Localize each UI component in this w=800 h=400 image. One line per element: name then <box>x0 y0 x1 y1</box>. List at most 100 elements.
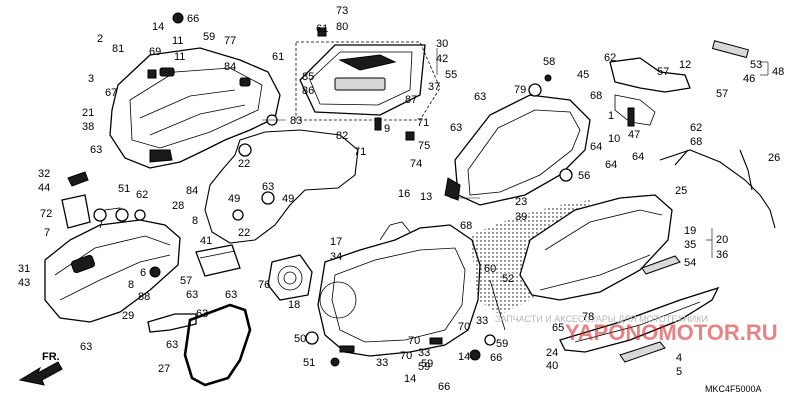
callout-number: 59 <box>203 31 215 43</box>
callout-number: 1 <box>608 110 614 122</box>
callout-number: 64 <box>605 159 617 171</box>
bracket-plate <box>147 313 197 333</box>
callout-number: 56 <box>578 170 590 182</box>
callout-number: 43 <box>18 277 30 289</box>
callout-number: 9 <box>384 123 390 135</box>
right-bracket <box>609 40 750 127</box>
callout-number: 2 <box>97 33 103 45</box>
callout-number: 22 <box>238 158 250 170</box>
callout-number: 70 <box>400 350 412 362</box>
callout-number: 85 <box>302 71 314 83</box>
callout-number: 63 <box>474 91 486 103</box>
callout-number: 35 <box>684 239 696 251</box>
leader-lines <box>262 48 769 258</box>
callout-number: 82 <box>336 130 348 142</box>
callout-number: 63 <box>166 339 178 351</box>
callout-number: 80 <box>336 21 348 33</box>
callout-labels: 73 80 61 30 42 55 85 86 37 87 71 9 75 82… <box>18 5 784 393</box>
seal-loop <box>204 129 359 244</box>
callout-number: 45 <box>577 69 589 81</box>
callout-number: 3 <box>88 73 94 85</box>
callout-number: 77 <box>224 35 236 47</box>
callout-number: 64 <box>632 151 644 163</box>
callout-number: 33 <box>376 357 388 369</box>
callout-number: 8 <box>192 215 198 227</box>
diagram-code: MKC4F5000A <box>705 384 762 394</box>
callout-number: 63 <box>196 308 208 320</box>
callout-number: 36 <box>716 249 728 261</box>
direction-label: FR. <box>42 351 60 363</box>
callout-number: 20 <box>716 234 728 246</box>
bracket <box>195 244 241 277</box>
callout-number: 61 <box>316 23 328 35</box>
callout-number: 34 <box>330 251 342 263</box>
callout-number: 63 <box>450 122 462 134</box>
callout-number: 54 <box>684 257 696 269</box>
callout-number: 31 <box>18 263 30 275</box>
callout-number: 81 <box>112 43 124 55</box>
side-cover <box>44 207 181 323</box>
callout-number: 51 <box>303 357 315 369</box>
callout-number: 63 <box>186 289 198 301</box>
callout-number: 57 <box>716 88 728 100</box>
callout-number: 23 <box>515 196 527 208</box>
callout-number: 16 <box>398 188 410 200</box>
upper-tray <box>295 41 441 121</box>
callout-number: 44 <box>38 182 50 194</box>
callout-number: 84 <box>186 185 198 197</box>
callout-number: 32 <box>38 168 50 180</box>
callout-number: 65 <box>552 322 564 334</box>
callout-number: 7 <box>44 227 50 239</box>
callout-number: 62 <box>690 122 702 134</box>
callout-number: 84 <box>224 61 236 73</box>
callout-number: 10 <box>608 133 620 145</box>
callout-number: 42 <box>436 53 448 65</box>
callout-number: 33 <box>476 315 488 327</box>
callout-number: 63 <box>225 289 237 301</box>
callout-number: 63 <box>80 341 92 353</box>
callout-number: 58 <box>543 56 555 68</box>
callout-number: 14 <box>152 21 164 33</box>
callout-number: 71 <box>417 117 429 129</box>
callout-number: 17 <box>330 236 342 248</box>
callout-number: 68 <box>690 136 702 148</box>
callout-number: 24 <box>546 347 558 359</box>
callout-number: 12 <box>679 59 691 71</box>
callout-number: 70 <box>458 321 470 333</box>
callout-number: 72 <box>40 208 52 220</box>
callout-number: 62 <box>136 189 148 201</box>
callout-number: 25 <box>675 185 687 197</box>
callout-number: 59 <box>421 358 433 370</box>
callout-number: 61 <box>272 51 284 63</box>
callout-number: 27 <box>158 363 170 375</box>
callout-number: 70 <box>408 335 420 347</box>
callout-number: 57 <box>657 66 669 78</box>
callout-number: 38 <box>82 121 94 133</box>
inner-storage-box <box>109 47 281 169</box>
callout-number: 57 <box>180 275 192 287</box>
callout-number: 18 <box>288 299 300 311</box>
callout-number: 14 <box>458 351 470 363</box>
callout-number: 19 <box>684 225 696 237</box>
callout-number: 86 <box>302 85 314 97</box>
watermark-text: ЗАПЧАСТИ И АКСЕССУАРЫ ДЛЯ МОТОТЕХНИКИ <box>495 314 708 324</box>
callout-number: 6 <box>140 267 146 279</box>
main-frame <box>317 221 481 357</box>
callout-number: 52 <box>502 273 514 285</box>
callout-number: 66 <box>187 13 199 25</box>
callout-number: 60 <box>484 263 496 275</box>
callout-number: 29 <box>122 310 134 322</box>
callout-number: 30 <box>436 38 448 50</box>
callout-number: 59 <box>496 338 508 350</box>
callout-number: 21 <box>82 107 94 119</box>
callout-number: 26 <box>768 152 780 164</box>
callout-number: 13 <box>420 191 432 203</box>
callout-number: 73 <box>336 5 348 17</box>
callout-number: 11 <box>174 51 185 63</box>
front-direction-arrow: FR. <box>18 351 63 386</box>
callout-number: 79 <box>514 84 526 96</box>
callout-number: 53 <box>750 59 762 71</box>
callout-number: 22 <box>238 227 250 239</box>
wiring-harness <box>659 149 776 229</box>
callout-number: 63 <box>262 181 274 193</box>
